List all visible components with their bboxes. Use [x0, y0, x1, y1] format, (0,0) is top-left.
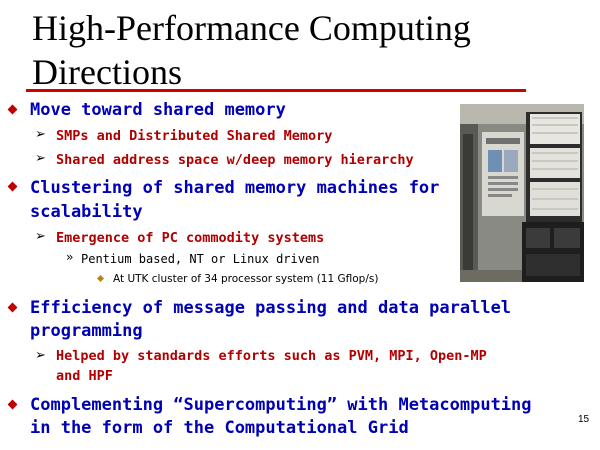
bullet-2-subsub-1: Pentium based, NT or Linux driven: [81, 252, 320, 266]
diamond-bullet-icon: [7, 302, 18, 313]
page-number: 15: [578, 414, 590, 425]
arrow-bullet-icon: ➢: [35, 127, 46, 142]
bullet-3-sub-1-line-2: and HPF: [56, 368, 113, 384]
title-underline: [26, 89, 526, 92]
arrow-bullet-icon: ➢: [35, 229, 46, 244]
slide-title: High-Performance Computing Directions: [32, 8, 471, 92]
bullet-1-sub-2: Shared address space w/deep memory hiera…: [56, 152, 414, 168]
double-chevron-bullet-icon: »: [66, 250, 74, 264]
bullet-2-line-1: Clustering of shared memory machines for: [30, 178, 440, 198]
bullet-2-subsubsub-1: At UTK cluster of 34 processor system (1…: [113, 273, 379, 285]
arrow-bullet-icon: ➢: [35, 151, 46, 166]
cluster-photo: [460, 104, 584, 282]
arrow-bullet-icon: ➢: [35, 348, 46, 363]
bullet-1-sub-1: SMPs and Distributed Shared Memory: [56, 128, 333, 144]
bullet-2-line-2: scalability: [30, 202, 143, 222]
bullet-3-line-2: programming: [30, 321, 143, 341]
bullet-3-sub-1-line-1: Helped by standards efforts such as PVM,…: [56, 348, 487, 364]
bullet-2-sub-1: Emergence of PC commodity systems: [56, 230, 325, 246]
diamond-bullet-icon: [7, 399, 18, 410]
bullet-3-line-1: Efficiency of message passing and data p…: [30, 298, 512, 318]
diamond-bullet-icon: [7, 104, 18, 115]
bullet-4-line-1: Complementing “Supercomputing” with Meta…: [30, 395, 532, 415]
small-diamond-bullet-icon: [96, 274, 105, 283]
bullet-4-line-2: in the form of the Computational Grid: [30, 418, 409, 438]
diamond-bullet-icon: [7, 181, 18, 192]
bullet-1: Move toward shared memory: [30, 100, 286, 120]
